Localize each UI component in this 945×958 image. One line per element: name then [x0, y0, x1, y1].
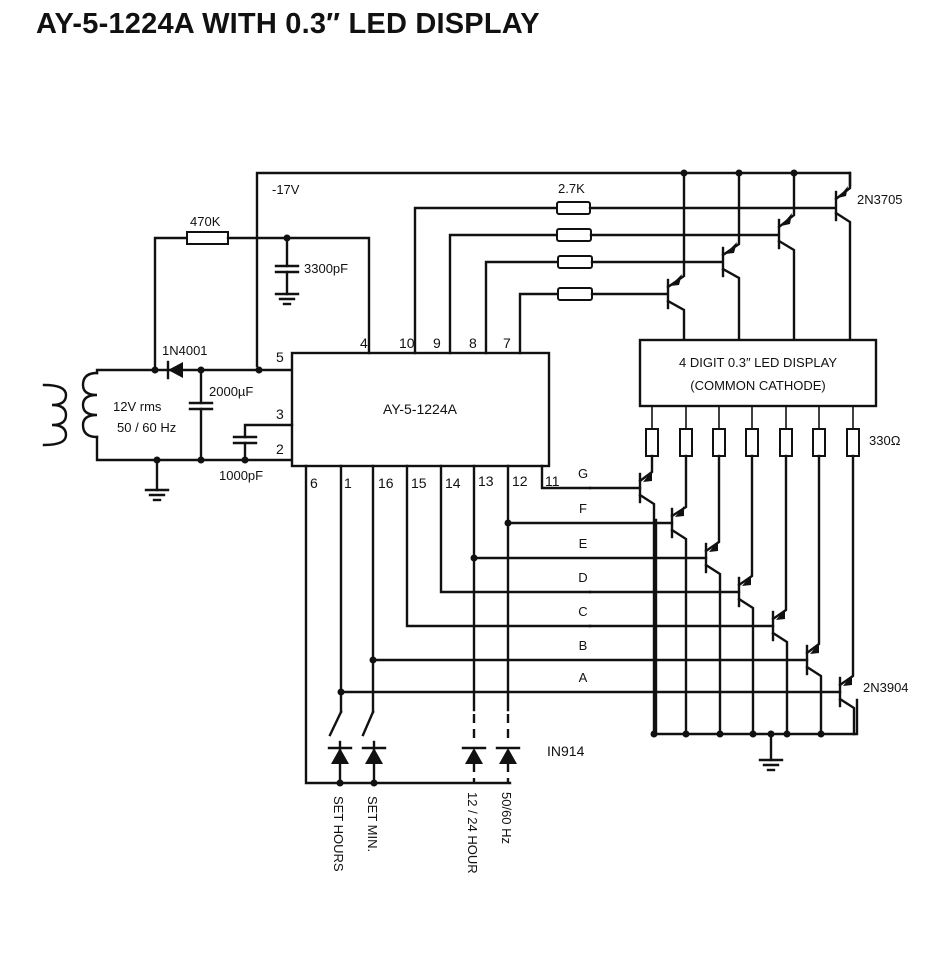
transistor-2n3904 — [670, 454, 690, 738]
pin-label-5: 5 — [276, 349, 284, 365]
pin-label-15: 15 — [411, 475, 427, 491]
resistor-2-7k — [556, 228, 592, 242]
resistor-330 — [712, 428, 726, 457]
digit-drivers: 2.7K — [413, 169, 903, 355]
primary-coil-icon — [42, 383, 68, 447]
input-label-50-60-hz: 50/60 Hz — [499, 792, 514, 844]
resistor-330 — [779, 428, 793, 457]
supply-voltage-label: -17V — [272, 182, 300, 197]
secondary-coil-icon — [81, 371, 99, 439]
input-label-12-24-hour: 12 / 24 HOUR — [465, 792, 480, 874]
segment-lines: G F E D C B A — [339, 466, 842, 694]
transistor-2n3705 — [666, 169, 688, 342]
transformer-frequency-label: 50 / 60 Hz — [117, 420, 176, 435]
pin-label-9: 9 — [433, 335, 441, 351]
diode-1n4001: 1N4001 — [151, 343, 208, 380]
resistor-330 — [745, 428, 759, 457]
filter-capacitor: 2000µF — [188, 366, 263, 464]
input-label-set-hours: SET HOURS — [331, 796, 346, 872]
diode-in914 — [361, 740, 387, 787]
diode-icon — [168, 362, 183, 378]
pin-label-4: 4 — [360, 335, 368, 351]
ic-label: AY-5-1224A — [383, 401, 458, 417]
resistor-330 — [812, 428, 826, 457]
led-display — [638, 338, 878, 408]
input-label-set-min: SET MIN. — [365, 796, 380, 852]
resistor-2-7k — [557, 287, 593, 301]
transistor-2n3904 — [704, 454, 724, 738]
pin-label-7: 7 — [503, 335, 511, 351]
resistor-470k-label: 470K — [190, 214, 221, 229]
resistor-470k — [186, 231, 229, 245]
transistor-2n3904 — [838, 454, 856, 736]
diode-icon — [331, 748, 349, 764]
ground-left — [144, 456, 170, 502]
diode-icon — [365, 748, 383, 764]
display-line2: (COMMON CATHODE) — [690, 378, 826, 393]
filter-capacitor-label: 2000µF — [209, 384, 253, 399]
resistor-2-7k — [557, 255, 593, 269]
digit-resistor-label: 2.7K — [558, 181, 585, 196]
oscillator-network: 470K 3300pF — [153, 214, 371, 372]
pin-label-3: 3 — [276, 406, 284, 422]
transistor-2n3904 — [805, 454, 825, 738]
segment-label-c: C — [578, 604, 587, 619]
input-diodes: IN914 — [327, 740, 585, 787]
transistor-2n3904 — [771, 454, 791, 738]
transistor-2n3705-label: 2N3705 — [857, 192, 903, 207]
resistor-330 — [846, 428, 860, 457]
segment-label-b: B — [579, 638, 588, 653]
resistor-330 — [679, 428, 693, 457]
transformer-voltage-label: 12V rms — [113, 399, 162, 414]
transistor-2n3904-label: 2N3904 — [863, 680, 909, 695]
ic-body — [290, 351, 551, 468]
ic-bottom-routing — [304, 464, 592, 785]
transistor-2n3705 — [721, 169, 743, 342]
segment-resistors: 330Ω — [645, 406, 901, 457]
diode-in914 — [495, 746, 521, 764]
pin-label-1: 1 — [344, 475, 352, 491]
diode-in914-label: IN914 — [547, 743, 585, 759]
capacitor-1000pf: 1000pF — [219, 423, 294, 483]
pin-label-12: 12 — [512, 473, 528, 489]
diode-in914 — [461, 746, 487, 764]
segment-label-e: E — [579, 536, 588, 551]
diode-icon — [465, 748, 483, 764]
pin-label-16: 16 — [378, 475, 394, 491]
transistor-2n3904 — [737, 454, 757, 738]
display-line1: 4 DIGIT 0.3″ LED DISPLAY — [679, 355, 837, 370]
transistor-2n3904 — [638, 454, 658, 738]
segment-label-a: A — [579, 670, 588, 685]
pin-label-14: 14 — [445, 475, 461, 491]
ground-bus — [654, 518, 859, 772]
segment-transistors — [638, 454, 856, 738]
segment-label-d: D — [578, 570, 587, 585]
capacitor-1000pf-label: 1000pF — [219, 468, 263, 483]
pin-label-10: 10 — [399, 335, 415, 351]
switch-set-hours[interactable] — [328, 710, 343, 737]
diode-icon — [499, 748, 517, 764]
resistor-330 — [645, 428, 659, 457]
pin-label-2: 2 — [276, 441, 284, 457]
pin-label-13: 13 — [478, 473, 494, 489]
pin-label-8: 8 — [469, 335, 477, 351]
segment-label-f: F — [579, 501, 587, 516]
diagram-title: AY-5-1224A WITH 0.3″ LED DISPLAY — [36, 8, 540, 40]
segment-label-g: G — [578, 466, 588, 481]
pin-label-6: 6 — [310, 475, 318, 491]
capacitor-3300pf-label: 3300pF — [304, 261, 348, 276]
diode-1n4001-label: 1N4001 — [162, 343, 208, 358]
pin-label-11: 11 — [545, 473, 560, 489]
resistor-2-7k — [556, 201, 591, 215]
transistor-2n3705 — [834, 171, 852, 342]
diode-in914 — [327, 740, 353, 787]
switch-set-min[interactable] — [361, 710, 375, 737]
segment-resistor-label: 330Ω — [869, 433, 901, 448]
transistor-2n3705 — [777, 169, 798, 342]
